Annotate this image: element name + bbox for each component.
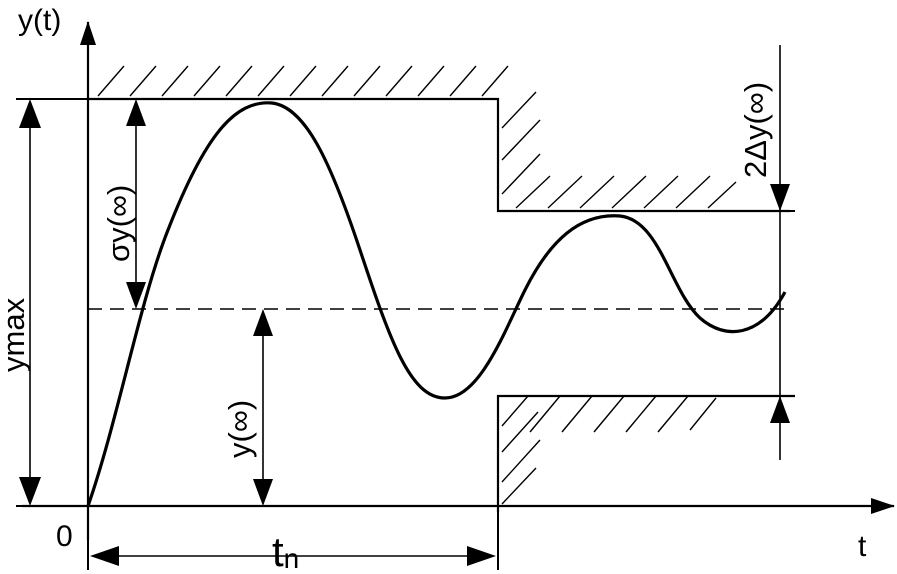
settling-time-label: tn [272, 528, 299, 574]
origin-label: 0 [56, 520, 73, 553]
overshoot-label: σy(∞) [101, 185, 136, 262]
overshoot-arrow-bottom [126, 282, 146, 309]
band-arrow-up [770, 396, 790, 423]
settling-time-main: t [272, 528, 284, 574]
ymax-arrow-top [19, 99, 41, 128]
ymax-label: ymax [0, 297, 31, 372]
band-arrow-down [770, 184, 790, 211]
upper-bound-line [88, 97, 790, 213]
y-axis-label: y(t) [18, 4, 61, 37]
t-axis-label: t [858, 530, 867, 563]
settling-time-arrow-right [467, 546, 496, 566]
response-curve [86, 101, 787, 507]
upper-bound-hatching [97, 65, 737, 209]
lower-bound-hatching [501, 395, 717, 505]
steady-state-arrow-top [253, 309, 273, 336]
steady-state-label: y(∞) [222, 400, 257, 458]
settling-time-subscript: n [284, 543, 300, 574]
ymax-arrow-bottom [19, 477, 41, 506]
settling-time-arrow-left [90, 546, 119, 566]
steady-state-arrow-bottom [253, 479, 273, 506]
overshoot-arrow-top [126, 99, 146, 126]
band-label: 2Δy(∞) [738, 82, 773, 178]
lower-bound-line [496, 394, 795, 512]
